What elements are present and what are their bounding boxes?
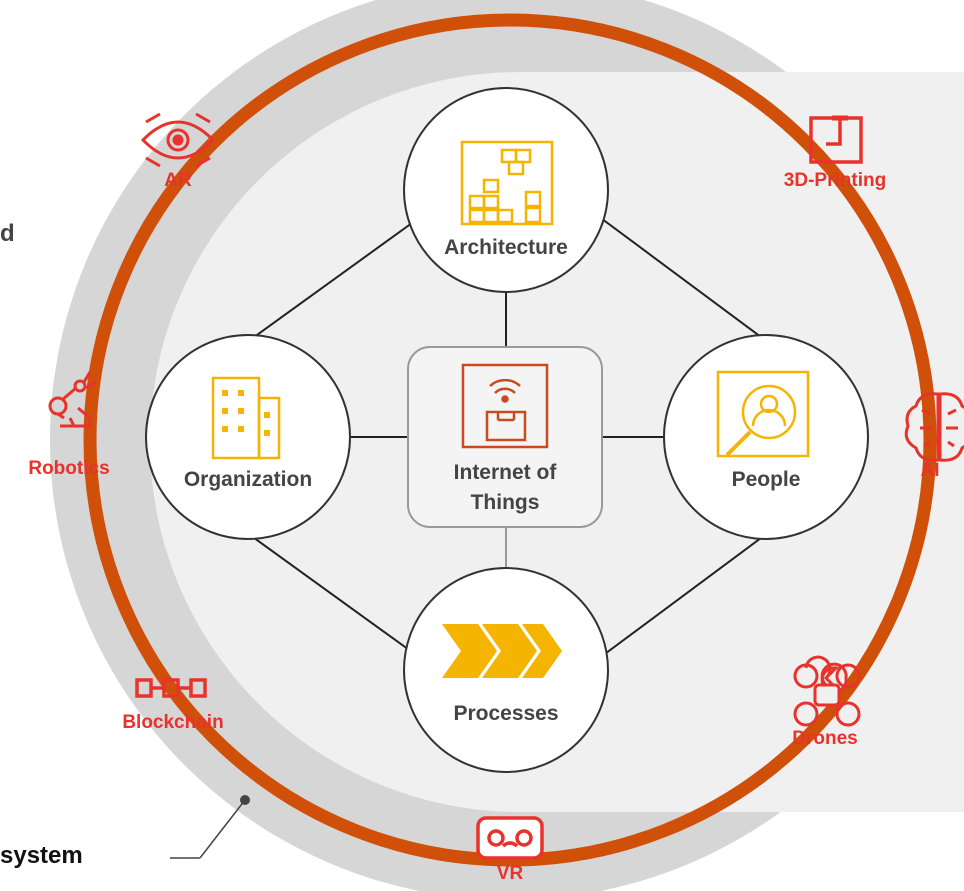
drone-icon: [793, 655, 861, 727]
pointer-line-diagonal: [199, 799, 246, 859]
eye-icon: [140, 112, 216, 168]
cut-text-d: d: [0, 220, 15, 247]
3d-printing-label: 3D-Printing: [783, 170, 887, 191]
wifi-box-icon: [461, 363, 549, 449]
architecture-label: Architecture: [444, 236, 568, 259]
people-label: People: [731, 468, 801, 491]
chain-icon: [135, 678, 207, 698]
vr-headset-icon: [476, 816, 544, 860]
technology-ring: [83, 13, 937, 867]
connector-lines: [249, 209, 766, 666]
chevron-arrows-icon: [442, 624, 562, 678]
ar-label: AR: [164, 170, 192, 191]
ai-label: AI: [920, 460, 940, 481]
ecosystem-label: system: [0, 842, 83, 869]
drones-label: Drones: [792, 728, 858, 749]
organization-label: Organization: [183, 468, 313, 491]
organization-node: [145, 334, 351, 540]
person-search-icon: [716, 370, 810, 458]
pointer-dot: [240, 795, 250, 805]
architecture-node: [403, 87, 609, 293]
processes-label: Processes: [453, 702, 559, 725]
vr-label: VR: [496, 863, 524, 884]
building-icon: [211, 376, 281, 460]
blockchain-label: Blockchain: [122, 712, 224, 733]
architecture-blocks-icon: [460, 140, 554, 226]
brain-icon: [904, 392, 964, 462]
iot-label: Internet of Things: [453, 461, 557, 514]
iot-node: [407, 346, 603, 528]
3d-printer-icon: [809, 115, 863, 164]
robot-arm-icon: [48, 371, 97, 428]
robotics-label: Robotics: [28, 458, 110, 479]
